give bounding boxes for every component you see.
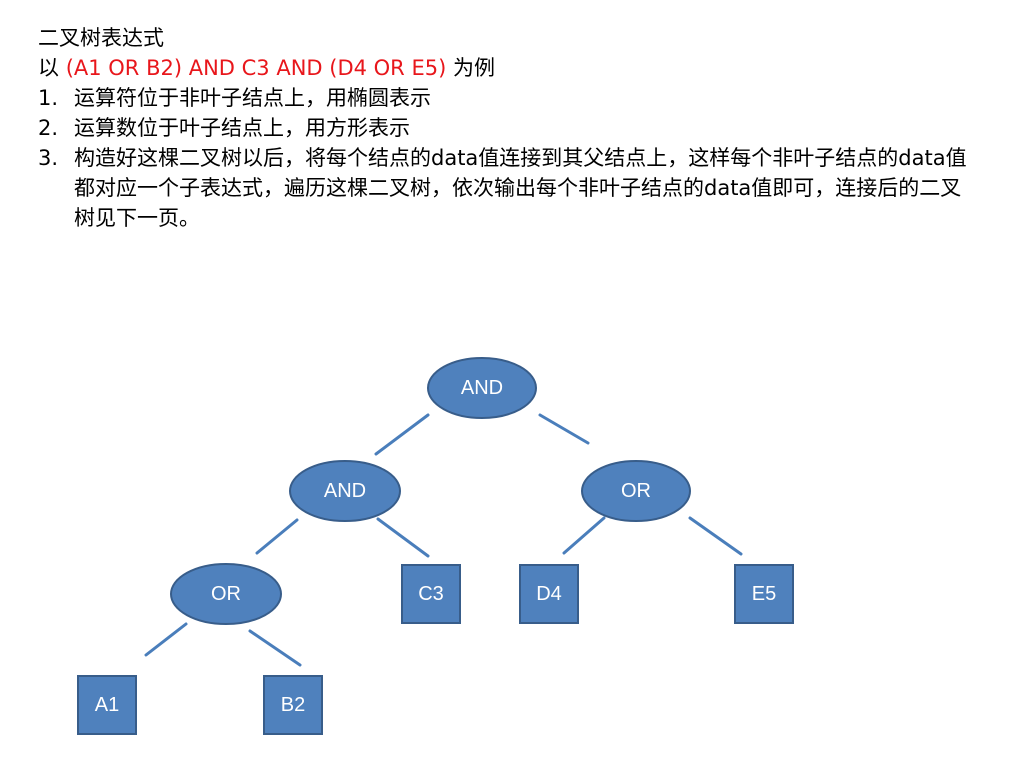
node-label: AND bbox=[461, 377, 503, 399]
node-c3: C3 bbox=[401, 564, 461, 624]
node-right-or: OR bbox=[581, 460, 691, 522]
edge-root-left bbox=[374, 413, 430, 456]
node-label: E5 bbox=[752, 583, 776, 605]
node-label: B2 bbox=[281, 694, 305, 716]
example-suffix: 为例 bbox=[446, 56, 495, 80]
node-label: OR bbox=[621, 480, 651, 502]
node-d4: D4 bbox=[519, 564, 579, 624]
slide-text: 二叉树表达式 以 (A1 OR B2) AND C3 AND (D4 OR E5… bbox=[38, 23, 978, 233]
list-number: 3. bbox=[38, 146, 59, 170]
node-left-or: OR bbox=[170, 563, 282, 625]
node-label: OR bbox=[211, 583, 241, 605]
box-node-shape bbox=[77, 675, 137, 735]
list-text: 运算符位于非叶子结点上，用椭圆表示 bbox=[74, 86, 431, 110]
slide-heading: 二叉树表达式 bbox=[38, 26, 164, 50]
box-node-shape bbox=[401, 564, 461, 624]
list-item-2: 2. 运算数位于叶子结点上，用方形表示 bbox=[38, 113, 978, 143]
edge-leftor-b2 bbox=[248, 629, 302, 667]
ellipse-node-shape bbox=[170, 563, 282, 625]
node-label: D4 bbox=[536, 583, 562, 605]
node-label: AND bbox=[324, 480, 366, 502]
edge-leftand-leftor bbox=[255, 518, 299, 555]
node-left-and: AND bbox=[289, 460, 401, 522]
node-label: A1 bbox=[95, 694, 119, 716]
list-item-1: 1. 运算符位于非叶子结点上，用椭圆表示 bbox=[38, 83, 978, 113]
list-text: 构造好这棵二叉树以后，将每个结点的data值连接到其父结点上，这样每个非叶子结点… bbox=[74, 146, 967, 230]
ellipse-node-shape bbox=[427, 357, 537, 419]
edge-root-right bbox=[538, 413, 590, 445]
box-node-shape bbox=[263, 675, 323, 735]
node-a1: A1 bbox=[77, 675, 137, 735]
node-e5: E5 bbox=[734, 564, 794, 624]
box-node-shape bbox=[519, 564, 579, 624]
list-text: 运算数位于叶子结点上，用方形表示 bbox=[74, 116, 410, 140]
edge-rightor-e5 bbox=[688, 516, 743, 556]
list-number: 1. bbox=[38, 86, 59, 110]
node-b2: B2 bbox=[263, 675, 323, 735]
node-root-and: AND bbox=[427, 357, 537, 419]
edge-leftand-c3 bbox=[376, 517, 430, 558]
edge-leftor-a1 bbox=[144, 622, 188, 657]
ellipse-node-shape bbox=[581, 460, 691, 522]
example-expression: (A1 OR B2) AND C3 AND (D4 OR E5) bbox=[65, 56, 447, 80]
ellipse-node-shape bbox=[289, 460, 401, 522]
example-line: 以 (A1 OR B2) AND C3 AND (D4 OR E5) 为例 bbox=[38, 53, 978, 83]
example-prefix: 以 bbox=[38, 56, 66, 80]
node-label: C3 bbox=[418, 583, 444, 605]
edge-rightor-d4 bbox=[562, 516, 606, 555]
list-number: 2. bbox=[38, 116, 59, 140]
list-item-3: 3. 构造好这棵二叉树以后，将每个结点的data值连接到其父结点上，这样每个非叶… bbox=[38, 143, 978, 233]
box-node-shape bbox=[734, 564, 794, 624]
